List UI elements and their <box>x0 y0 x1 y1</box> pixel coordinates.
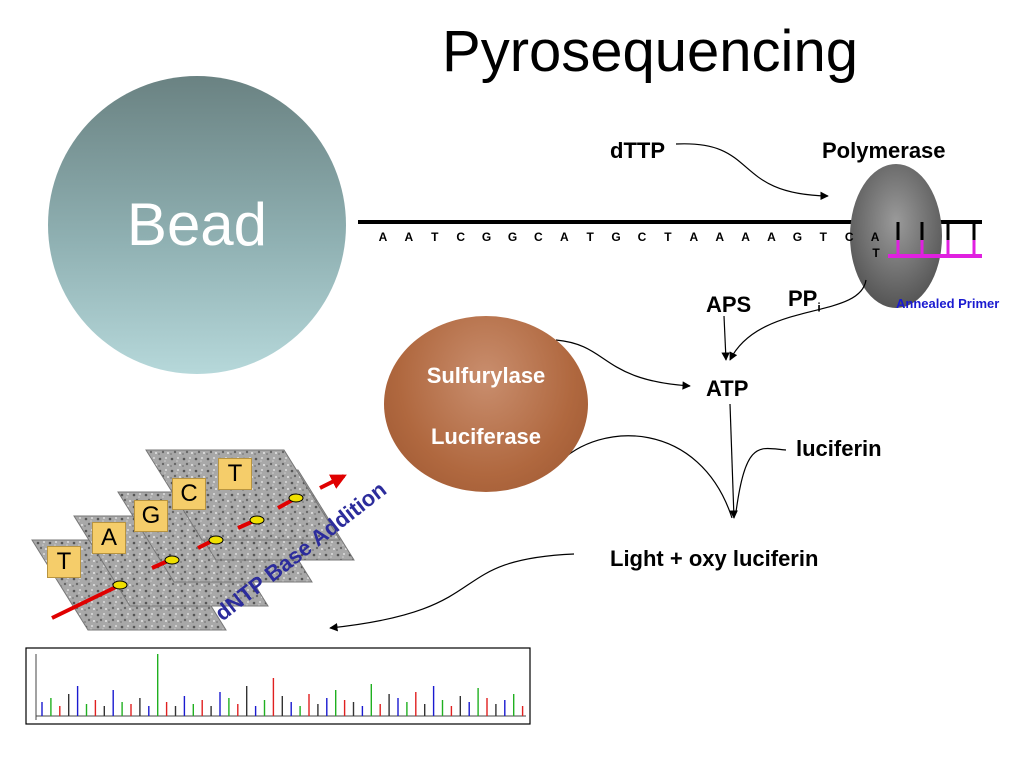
pyrogram <box>25 647 531 725</box>
luciferase-label: Luciferase <box>430 424 542 449</box>
luciferase-arrow <box>557 435 733 519</box>
aps-arrow <box>721 315 730 361</box>
flow-letter: T <box>218 458 252 490</box>
sequence-base: T <box>586 230 594 244</box>
sequence-base: C <box>456 230 466 244</box>
sequence-base: T <box>664 230 672 244</box>
flow-letter: C <box>172 478 206 510</box>
light-label: Light + oxy luciferin <box>610 546 819 571</box>
sequence-base: C <box>534 230 543 244</box>
ppi-label: PPi <box>788 286 821 314</box>
sequence-base: A <box>715 230 725 244</box>
luciferin-label: luciferin <box>796 436 882 461</box>
ppi-main-text: PP <box>788 286 818 311</box>
bead-circle <box>48 76 346 374</box>
ppi-subscript: i <box>817 300 821 315</box>
sequence-base: A <box>870 230 880 244</box>
added-base: T <box>872 246 880 260</box>
aps-label: APS <box>706 292 752 317</box>
sequence-base: G <box>481 230 492 244</box>
sequence-base: G <box>792 230 803 244</box>
sequence-base: A <box>404 230 414 244</box>
flow-letter: T <box>47 546 81 578</box>
sequence-base: A <box>689 230 699 244</box>
sequence-base: A <box>767 230 776 244</box>
atp-label: ATP <box>706 376 749 401</box>
sequence-base: G <box>507 230 518 244</box>
flow-letter: A <box>92 522 126 554</box>
sequence-base: A <box>378 230 388 244</box>
sequence-base: A <box>741 230 750 244</box>
light-arrow <box>329 553 575 632</box>
polymerase-shape <box>850 164 942 308</box>
polymerase-label: Polymerase <box>822 138 946 163</box>
annealed-primer-label: Annealed Primer <box>896 296 1000 311</box>
sequence-base: T <box>431 230 439 244</box>
sequence-base: G <box>611 230 621 244</box>
luciferin-arrow <box>735 447 787 513</box>
sequence-base: C <box>637 230 647 244</box>
flow-letter: G <box>134 500 168 532</box>
enzyme-circle <box>384 316 588 492</box>
sequence-base: A <box>559 230 569 244</box>
dttp-arrow <box>675 143 829 201</box>
bead-label: Bead <box>126 191 268 258</box>
sequence-base: C <box>844 230 854 244</box>
atp-arrow <box>729 403 738 519</box>
annealed-primer-strand <box>888 222 982 258</box>
sulfurylase-arrow <box>555 339 691 390</box>
dttp-label: dTTP <box>610 138 665 163</box>
ppi-arrow <box>729 279 867 361</box>
sequence-base: T <box>819 230 827 244</box>
sulfurylase-label: Sulfurylase <box>426 363 546 388</box>
page-title: Pyrosequencing <box>442 19 858 84</box>
